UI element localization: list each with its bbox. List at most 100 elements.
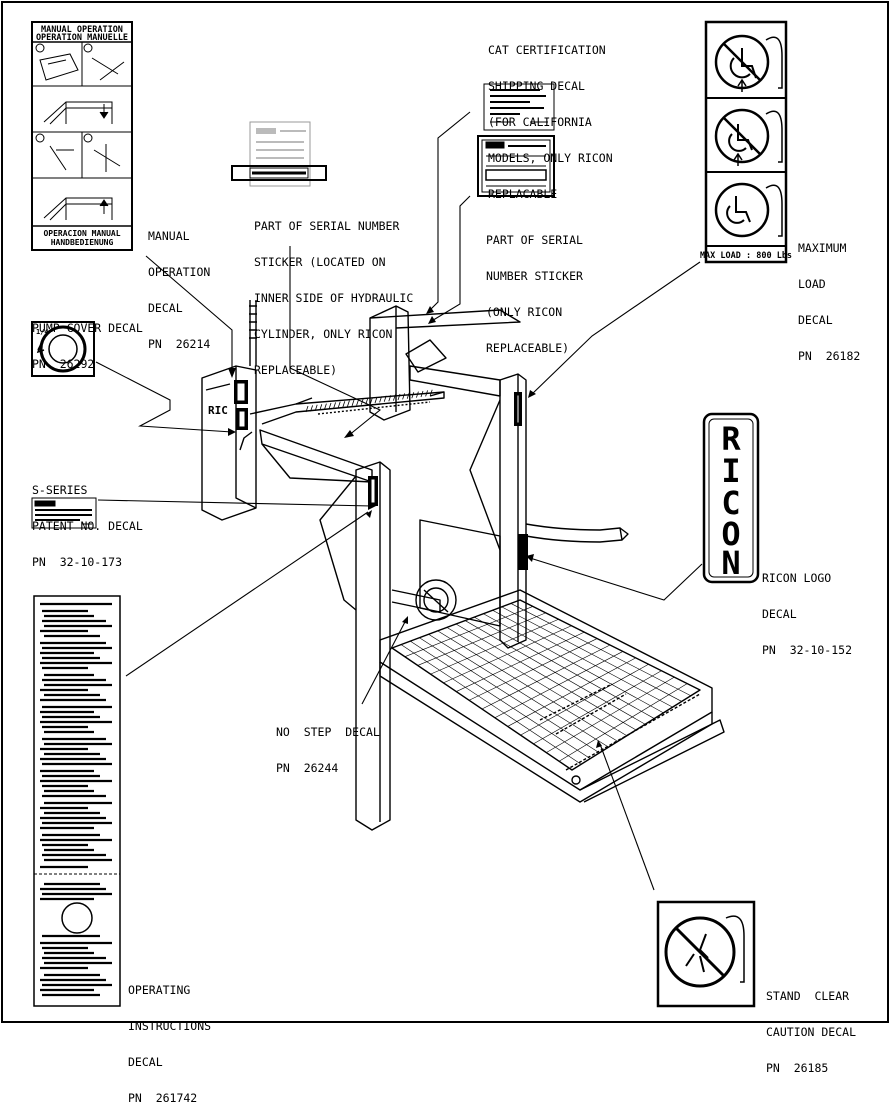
label-line: RICON LOGO bbox=[762, 571, 832, 585]
label-line: PART OF SERIAL bbox=[486, 233, 583, 247]
wheelchair-lift-illustration: RIC bbox=[201, 300, 725, 831]
label-serial-sticker-inner: PART OF SERIAL NUMBER STICKER (LOCATED O… bbox=[254, 196, 413, 388]
operating-instructions-text-block bbox=[40, 602, 112, 997]
label-cat-certification: CAT CERTIFICATION SHIPPING DECAL (FOR CA… bbox=[488, 20, 613, 212]
label-line: LOAD bbox=[798, 277, 826, 291]
label-line: INNER SIDE OF HYDRAULIC bbox=[254, 291, 414, 305]
rack-tooth bbox=[305, 405, 309, 413]
rack-tooth bbox=[328, 402, 332, 410]
label-line: PN 32-10-152 bbox=[762, 643, 853, 657]
label-pump-cover: PUMP COVER DECAL PN 26292 bbox=[32, 298, 143, 382]
mesh-line bbox=[558, 683, 688, 762]
rack-tooth bbox=[319, 404, 323, 411]
label-line: PN 26244 bbox=[276, 761, 339, 775]
mesh-line bbox=[507, 657, 636, 727]
rack-tooth bbox=[388, 395, 392, 402]
label-line: INSTRUCTIONS bbox=[128, 1019, 212, 1033]
rack-tooth bbox=[314, 404, 318, 411]
label-line: CAUTION DECAL bbox=[766, 1025, 857, 1039]
label-line: DECAL bbox=[128, 1055, 163, 1069]
rack-tooth bbox=[347, 400, 350, 407]
rack-tooth bbox=[370, 397, 373, 404]
label-stand-clear: STAND CLEAR CAUTION DECAL PN 26185 bbox=[766, 966, 856, 1086]
label-line: PUMP COVER DECAL bbox=[32, 321, 143, 335]
label-line: PN 26292 bbox=[32, 357, 95, 371]
manual-operation-decal bbox=[31, 21, 133, 251]
label-line: DECAL bbox=[798, 313, 833, 327]
label-line: (ONLY RICON bbox=[486, 305, 563, 319]
label-maximum-load: MAXIMUM LOAD DECAL PN 26182 bbox=[798, 218, 860, 374]
maximum-load-decal bbox=[704, 20, 788, 264]
label-line: PN 32-10-173 bbox=[32, 555, 123, 569]
rack-tooth bbox=[393, 394, 396, 401]
serial-sticker-only-decal bbox=[477, 135, 555, 197]
label-line: MANUAL bbox=[148, 229, 190, 243]
label-line: STICKER (LOCATED ON bbox=[254, 255, 386, 269]
label-patent-no: S-SERIES PATENT NO. DECAL PN 32-10-173 bbox=[32, 460, 143, 580]
label-line: REPLACEABLE) bbox=[254, 363, 338, 377]
ricon-letter-n: N bbox=[721, 544, 740, 582]
rack-tooth bbox=[351, 399, 355, 407]
svg-text:RIC: RIC bbox=[208, 404, 228, 417]
ricon-lift-decal-diagram: MANUAL OPERATION OPERATION MANUELLE OPER… bbox=[1, 1, 889, 1023]
decal-location-outlines bbox=[236, 382, 520, 504]
label-line: STAND CLEAR bbox=[766, 989, 850, 1003]
label-line: MAXIMUM bbox=[798, 241, 847, 255]
label-line: MODELS, ONLY RICON bbox=[488, 151, 613, 165]
manual-op-footer-2: HANDBEDIENUNG bbox=[51, 238, 114, 247]
rack-tooth bbox=[420, 390, 424, 398]
label-line: PN 26214 bbox=[148, 337, 211, 351]
label-line: PART OF SERIAL NUMBER bbox=[254, 219, 400, 233]
label-line: OPERATING bbox=[128, 983, 191, 997]
rack-tooth bbox=[337, 401, 341, 408]
cat-certification-decal bbox=[483, 83, 555, 131]
rack-tooth bbox=[406, 392, 410, 399]
diagram-border bbox=[1, 1, 889, 1023]
rack-tooth bbox=[429, 389, 433, 396]
rack-tooth bbox=[397, 393, 401, 401]
label-line: REPLACEABLE) bbox=[486, 341, 570, 355]
ricon-letter-o: O bbox=[721, 515, 740, 553]
pump-cover-decal bbox=[31, 321, 95, 377]
mesh-line bbox=[483, 613, 664, 714]
mesh-line bbox=[533, 670, 662, 745]
mesh-line bbox=[464, 620, 646, 725]
ricon-letter-r: R bbox=[721, 420, 741, 458]
mesh-line bbox=[474, 616, 655, 719]
ricon-logo-decal bbox=[702, 412, 760, 584]
manual-op-title-2: OPERATION MANUELLE bbox=[36, 33, 128, 43]
rack-tooth bbox=[383, 395, 387, 402]
mesh-line bbox=[492, 610, 673, 708]
ricon-letter-i: I bbox=[721, 452, 740, 490]
label-line: PN 26185 bbox=[766, 1061, 829, 1075]
leader-lines bbox=[95, 111, 703, 891]
label-line: PN 26182 bbox=[798, 349, 861, 363]
label-line: NUMBER STICKER bbox=[486, 269, 583, 283]
ricon-letter-c: C bbox=[721, 484, 740, 522]
mesh-line bbox=[520, 664, 649, 736]
label-line: S-SERIES bbox=[32, 483, 88, 497]
rack-tooth bbox=[411, 392, 415, 399]
label-line: CYLINDER, ONLY RICON bbox=[254, 327, 393, 341]
mesh-line bbox=[481, 644, 611, 710]
patent-no-decal bbox=[31, 497, 97, 529]
mesh-line bbox=[494, 651, 623, 718]
rack-tooth bbox=[425, 390, 428, 397]
mesh-line bbox=[501, 606, 682, 702]
label-line: OPERATION bbox=[148, 265, 211, 279]
label-line: SHIPPING DECAL bbox=[488, 79, 585, 93]
label-line: NO STEP DECAL bbox=[276, 725, 380, 739]
rack-tooth bbox=[324, 403, 327, 410]
label-manual-operation: MANUAL OPERATION DECAL PN 26214 bbox=[148, 206, 210, 362]
manual-op-footer-1: OPERACION MANUAL bbox=[43, 229, 120, 238]
label-operating-instructions: OPERATING INSTRUCTIONS DECAL PN 261742 bbox=[128, 960, 211, 1116]
label-line: PN 261742 bbox=[128, 1091, 198, 1105]
manual-op-title-1: MANUAL OPERATION bbox=[41, 25, 123, 35]
mesh-line bbox=[510, 603, 691, 696]
operating-instructions-decal bbox=[33, 595, 121, 1007]
rack-tooth bbox=[416, 391, 419, 398]
label-line: (FOR CALIFORNIA bbox=[488, 115, 592, 129]
label-line: DECAL bbox=[148, 301, 183, 315]
stand-clear-decal bbox=[656, 900, 756, 1008]
rack-tooth bbox=[342, 401, 346, 408]
